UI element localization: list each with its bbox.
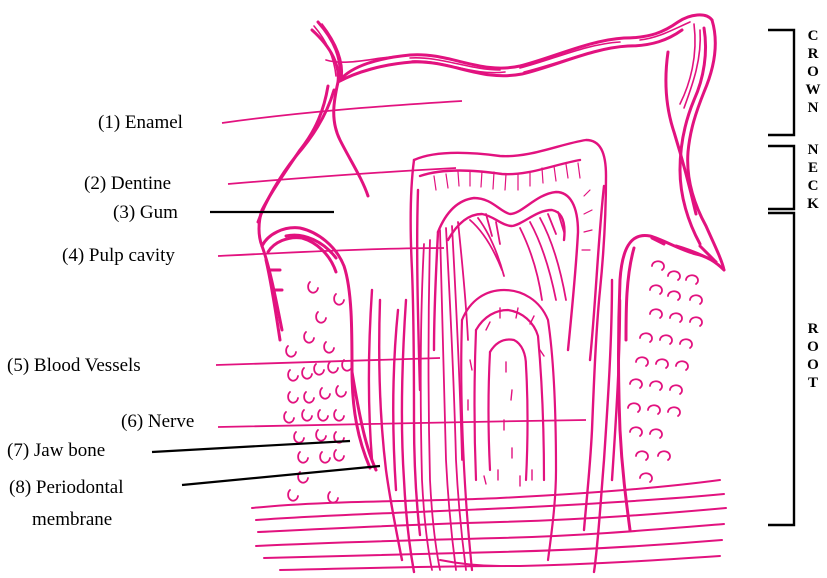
bracket-root — [768, 213, 794, 525]
region-neck: N E C K — [803, 141, 823, 213]
leader-perio — [182, 466, 380, 485]
region-root-letter: O — [803, 338, 823, 356]
region-crown: C R O W N — [803, 27, 823, 117]
label-gum: (3) Gum — [113, 202, 178, 224]
gum-left — [262, 228, 376, 470]
enamel-shading — [314, 22, 700, 108]
region-crown-letter: C — [803, 27, 823, 45]
nerve-strands — [421, 212, 566, 570]
leader-enamel — [222, 101, 462, 123]
label-membrane: membrane — [32, 509, 112, 531]
region-root-letter: T — [803, 374, 823, 392]
region-brackets — [768, 30, 794, 525]
pulp-cavity-outline — [434, 192, 578, 350]
region-neck-letter: E — [803, 159, 823, 177]
region-neck-letter: K — [803, 195, 823, 213]
region-root: R O O T — [803, 320, 823, 392]
jaw-bone-right — [628, 261, 702, 482]
bracket-neck — [768, 146, 794, 209]
region-neck-letter: N — [803, 141, 823, 159]
label-nerve: (6) Nerve — [121, 411, 194, 433]
base-bone-lines — [252, 480, 726, 570]
region-crown-letter: N — [803, 99, 823, 117]
label-dentine: (2) Dentine — [84, 173, 171, 195]
root-canal — [461, 290, 556, 570]
leader-jawbone — [152, 441, 350, 452]
root-dashes — [468, 308, 544, 486]
region-neck-letter: C — [803, 177, 823, 195]
bracket-crown — [768, 30, 794, 135]
label-blood-vessels: (5) Blood Vessels — [7, 355, 141, 377]
dentine-outline — [411, 140, 606, 535]
region-crown-letter: W — [803, 81, 823, 99]
region-root-letter: R — [803, 320, 823, 338]
label-pulp-cavity: (4) Pulp cavity — [62, 245, 175, 267]
label-enamel: (1) Enamel — [98, 112, 183, 134]
region-crown-letter: O — [803, 63, 823, 81]
label-jaw-bone: (7) Jaw bone — [7, 440, 105, 462]
label-periodontal: (8) Periodontal — [9, 477, 124, 499]
region-root-letter: O — [803, 356, 823, 374]
dentine-hatching — [434, 163, 592, 250]
root-walls — [369, 280, 620, 572]
region-crown-letter: R — [803, 45, 823, 63]
